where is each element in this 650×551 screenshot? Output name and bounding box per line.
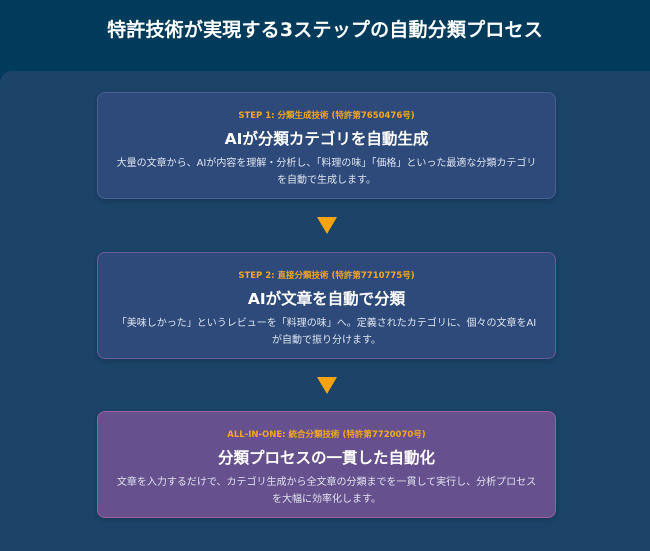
all-in-one-title: 分類プロセスの一貫した自動化 <box>217 449 435 467</box>
step-1-card: STEP 1: 分類生成技術 (特許第7650476号) AIが分類カテゴリを自… <box>97 92 556 199</box>
step-2-card: STEP 2: 直接分類技術 (特許第7710775号) AIが文章を自動で分類… <box>97 252 556 359</box>
page-title: 特許技術が実現する3ステップの自動分類プロセス <box>107 19 543 41</box>
down-triangle-arrow-icon <box>317 377 337 394</box>
step-2-description: 「美味しかった」というレビューを「料理の味」へ。定義されたカテゴリに、個々の文章… <box>116 318 537 346</box>
all-in-one-tag: ALL-IN-ONE: 統合分類技術 (特許第7720070号) <box>227 430 426 440</box>
step-2-title: AIが文章を自動で分類 <box>247 290 406 308</box>
all-in-one-description: 文章を入力するだけで、カテゴリ生成から全文章の分類までを一貫して実行し、分析プロ… <box>116 477 537 505</box>
down-triangle-arrow-icon <box>317 217 337 234</box>
step-1-description: 大量の文章から、AIが内容を理解・分析し、「料理の味」「価格」といった最適な分類… <box>116 158 537 186</box>
header: 特許技術が実現する3ステップの自動分類プロセス <box>0 0 650 71</box>
step-2-tag: STEP 2: 直接分類技術 (特許第7710775号) <box>238 271 415 281</box>
all-in-one-card: ALL-IN-ONE: 統合分類技術 (特許第7720070号) 分類プロセスの… <box>97 411 556 518</box>
step-1-tag: STEP 1: 分類生成技術 (特許第7650476号) <box>238 111 415 121</box>
step-1-title: AIが分類カテゴリを自動生成 <box>224 130 429 148</box>
